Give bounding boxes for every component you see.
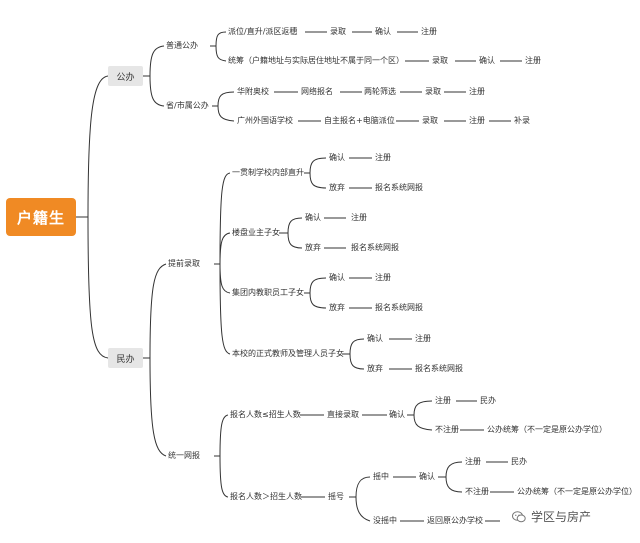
provincial-r2-c3: 录取 [422,116,438,125]
early-group-1-register: 注册 [375,153,391,162]
ordinary-r2-c1: 统筹（户籍地址与实际居住地址不属于同一个区） [228,56,404,65]
lte-private: 民办 [480,396,496,405]
ordinary-r1-c4: 注册 [421,27,437,36]
lte-noregister: 不注册 [435,425,459,434]
gt-node: 报名人数＞招生人数 [230,492,302,501]
early-group-2-apply: 报名系统网报 [351,243,399,252]
provincial-r2-c1: 广州外国语学校 [237,116,293,125]
provincial-r2-c5: 补录 [514,116,530,125]
ordinary-r2-c4: 注册 [525,56,541,65]
lte-register: 注册 [435,396,451,405]
early-group-2: 楼盘业主子女 [232,228,280,237]
watermark: 学区与房产 [512,508,591,525]
gt-confirm: 确认 [419,472,435,481]
provincial-r1-c2: 网络报名 [301,87,333,96]
provincial-r1-c4: 录取 [425,87,441,96]
early-admission-node: 提前录取 [168,259,200,268]
lte-coordination: 公办统筹（不一定是原公办学位） [487,425,607,434]
gt-lottery: 摇号 [328,492,344,501]
early-group-4-register: 注册 [415,334,431,343]
ordinary-r1-c2: 录取 [330,27,346,36]
watermark-text: 学区与房产 [531,510,592,524]
gt-register: 注册 [465,457,481,466]
root-node: 户籍生 [6,198,76,236]
provincial-public-node: 省/市属公办 [166,101,209,110]
gt-miss: 没摇中 [373,516,397,525]
early-group-3-register: 注册 [375,273,391,282]
early-group-2-register: 注册 [351,213,367,222]
lte-confirm: 确认 [389,410,405,419]
ordinary-r2-c3: 确认 [479,56,495,65]
public-node: 公办 [108,66,143,86]
early-group-3-apply: 报名系统网报 [375,303,423,312]
gt-noregister: 不注册 [465,487,489,496]
provincial-r1-c1: 华附奥校 [237,87,269,96]
early-group-4: 本校的正式教师及管理人员子女 [232,349,344,358]
early-group-1: 一贯制学校内部直升 [232,168,304,177]
private-node: 民办 [108,348,143,368]
lte-direct: 直接录取 [327,410,359,419]
early-group-4-confirm: 确认 [367,334,383,343]
early-group-4-giveup: 放弃 [367,364,383,373]
gt-hit: 摇中 [373,472,389,481]
provincial-r2-c2: 自主报名+电脑派位 [324,116,395,125]
unified-apply-node: 统一网报 [168,451,200,460]
wechat-icon [512,510,526,522]
early-group-3: 集团内教职员工子女 [232,288,304,297]
gt-back-to-public: 返回原公办学校 [427,516,483,525]
gt-private: 民办 [511,457,527,466]
ordinary-r2-c2: 录取 [432,56,448,65]
provincial-r1-c5: 注册 [469,87,485,96]
ordinary-r1-c1: 派位/直升/派区返穗 [228,27,298,36]
lte-node: 报名人数≤招生人数 [230,410,301,419]
early-group-1-confirm: 确认 [329,153,345,162]
early-group-3-giveup: 放弃 [329,303,345,312]
early-group-3-confirm: 确认 [329,273,345,282]
early-group-4-apply: 报名系统网报 [415,364,463,373]
early-group-1-giveup: 放弃 [329,183,345,192]
ordinary-public-node: 普通公办 [166,41,198,50]
gt-coordination: 公办统筹（不一定是原公办学位） [517,487,637,496]
provincial-r2-c4: 注册 [469,116,485,125]
provincial-r1-c3: 两轮筛选 [364,87,396,96]
early-group-1-apply: 报名系统网报 [375,183,423,192]
ordinary-r1-c3: 确认 [375,27,391,36]
early-group-2-giveup: 放弃 [305,243,321,252]
early-group-2-confirm: 确认 [305,213,321,222]
